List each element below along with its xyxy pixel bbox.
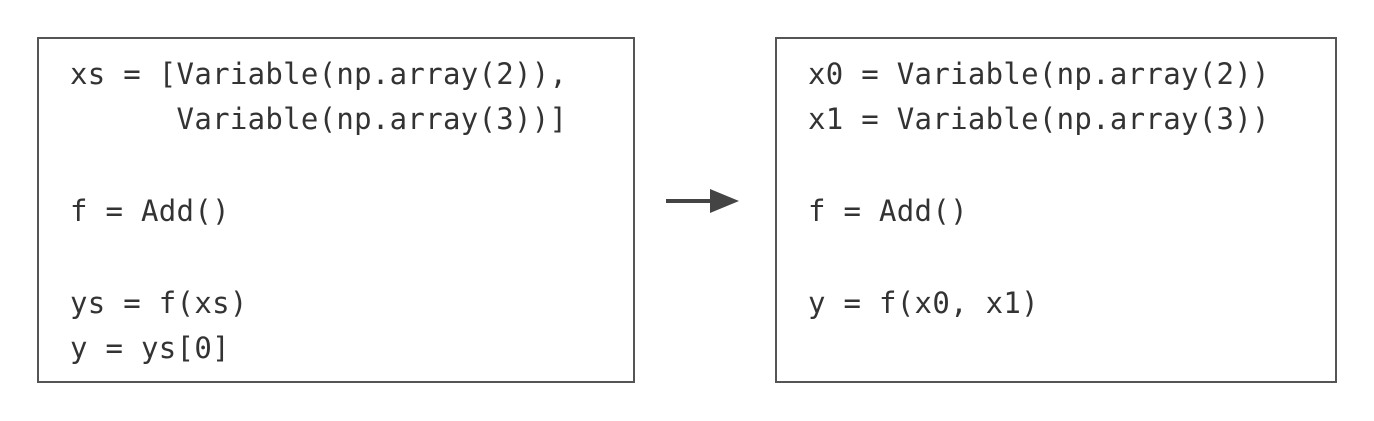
code-line-f-assign: f = Add()	[808, 194, 968, 228]
code-line-xs-assign: xs = [Variable(np.array(2)),	[70, 57, 568, 91]
code-line-y-assign: y = f(x0, x1)	[808, 286, 1039, 320]
code-line-xs-continuation: Variable(np.array(3))]	[70, 102, 568, 136]
code-box-before: xs = [Variable(np.array(2)), Variable(np…	[37, 37, 635, 383]
right-arrow-icon	[666, 189, 739, 213]
code-line-y-assign: y = ys[0]	[70, 331, 230, 365]
code-line-x1-assign: x1 = Variable(np.array(3))	[808, 102, 1270, 136]
code-line-x0-assign: x0 = Variable(np.array(2))	[808, 57, 1270, 91]
code-line-f-assign: f = Add()	[70, 194, 230, 228]
code-line-ys-assign: ys = f(xs)	[70, 286, 248, 320]
code-box-after: x0 = Variable(np.array(2)) x1 = Variable…	[775, 37, 1337, 383]
